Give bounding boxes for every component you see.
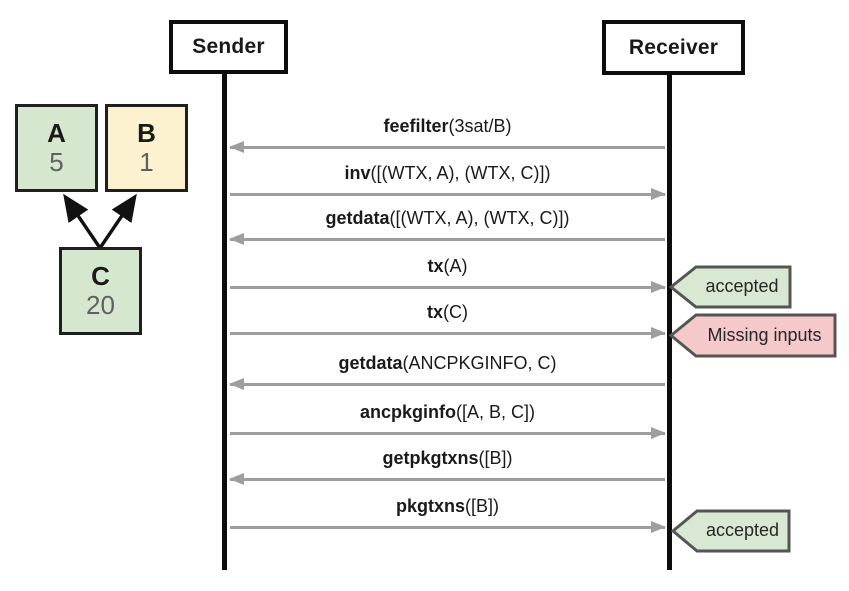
message-row: tx(C) xyxy=(229,302,666,338)
arrow-to-sender-icon xyxy=(230,146,665,149)
tx-node-A: A 5 xyxy=(15,104,98,192)
message-row: getdata([(WTX, A), (WTX, C)]) xyxy=(229,208,666,244)
tx-node-C: C 20 xyxy=(59,247,142,335)
message-label: tx(C) xyxy=(426,302,468,322)
status-tag-label: Missing inputs xyxy=(707,324,822,345)
receiver-lifeline xyxy=(667,60,672,570)
arrow-to-receiver-icon xyxy=(230,432,665,435)
arrow-to-sender-icon xyxy=(230,383,665,386)
sender-lifeline xyxy=(222,60,227,570)
message-label: inv([(WTX, A), (WTX, C)]) xyxy=(344,163,551,183)
status-tag-label: accepted xyxy=(705,276,779,296)
arrow-to-receiver-icon xyxy=(230,526,665,529)
status-tag-label: accepted xyxy=(705,520,780,540)
message-row: pkgtxns([B]) xyxy=(229,496,666,532)
arrow-to-receiver-icon xyxy=(230,332,665,335)
actor-sender: Sender xyxy=(169,20,288,74)
message-row: ancpkginfo([A, B, C]) xyxy=(229,402,666,438)
message-label: getdata(ANCPKGINFO, C) xyxy=(338,353,557,373)
tx-node-A-label: A xyxy=(47,117,66,148)
message-label: getpkgtxns([B]) xyxy=(382,448,513,468)
tx-node-B-label: B xyxy=(137,117,156,148)
status-tag-accepted: accepted xyxy=(669,265,793,310)
actor-receiver-label: Receiver xyxy=(628,35,719,59)
message-row: getdata(ANCPKGINFO, C) xyxy=(229,353,666,389)
tx-node-C-fee: 20 xyxy=(86,290,115,320)
status-tag-missing-inputs: Missing inputs xyxy=(669,313,838,359)
tx-node-A-fee: 5 xyxy=(49,147,64,177)
message-row: feefilter(3sat/B) xyxy=(229,116,666,152)
message-label: getdata([(WTX, A), (WTX, C)]) xyxy=(325,208,570,228)
message-row: inv([(WTX, A), (WTX, C)]) xyxy=(229,163,666,199)
arrow-to-receiver-icon xyxy=(230,286,665,289)
tx-node-C-label: C xyxy=(91,260,110,291)
message-label: pkgtxns([B]) xyxy=(395,496,499,516)
actor-receiver: Receiver xyxy=(602,20,745,75)
arrow-to-sender-icon xyxy=(230,238,665,241)
tx-node-B-fee: 1 xyxy=(139,147,154,177)
message-label: feefilter(3sat/B) xyxy=(383,116,512,136)
arrow-to-sender-icon xyxy=(230,478,665,481)
actor-sender-label: Sender xyxy=(192,35,265,58)
message-label: ancpkginfo([A, B, C]) xyxy=(359,402,536,422)
arrow-to-receiver-icon xyxy=(230,193,665,196)
status-tag-accepted: accepted xyxy=(671,509,792,554)
dag-parent-arrows-icon xyxy=(63,193,137,249)
tx-node-B: B 1 xyxy=(105,104,188,192)
message-row: tx(A) xyxy=(229,256,666,292)
message-row: getpkgtxns([B]) xyxy=(229,448,666,484)
message-label: tx(A) xyxy=(427,256,468,276)
